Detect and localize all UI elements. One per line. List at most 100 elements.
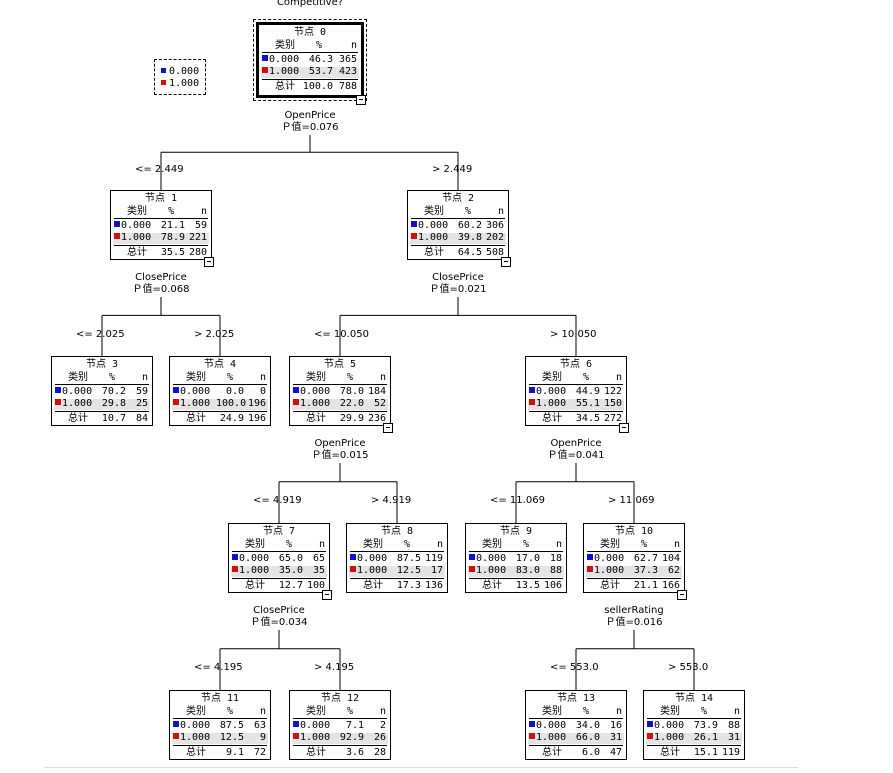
category-percent: 55.1 — [575, 398, 600, 409]
category-count: 31 — [609, 732, 622, 743]
legend-swatch-blue — [161, 68, 166, 73]
node-separator — [173, 384, 267, 385]
total-count: 28 — [373, 747, 386, 758]
header-category: 类别 — [363, 539, 383, 550]
branch-condition-10: > 11.069 — [608, 495, 655, 507]
category-percent: 21.1 — [160, 220, 185, 231]
node-separator — [262, 52, 358, 53]
node-separator — [55, 411, 149, 412]
category-label: 1.000 — [300, 732, 331, 743]
total-count: 100 — [306, 580, 325, 591]
total-count: 272 — [603, 413, 622, 424]
header-n: n — [350, 40, 357, 51]
branch-condition-9: <= 11.069 — [490, 495, 545, 507]
node-separator — [469, 578, 563, 579]
node-id: 节点 3 — [85, 359, 119, 370]
node-header-row: 类别%n — [54, 373, 150, 384]
category-percent: 17.0 — [515, 553, 540, 564]
category-count: 119 — [424, 553, 443, 564]
category-count: 221 — [188, 232, 207, 243]
node-id: 节点 12 — [320, 693, 360, 704]
collapse-toggle-icon[interactable] — [322, 590, 332, 600]
total-percent: 6.0 — [581, 747, 600, 758]
category-count: 18 — [549, 553, 562, 564]
header-n: n — [141, 372, 148, 383]
collapse-toggle-icon[interactable] — [356, 95, 366, 105]
branch-condition-12: > 4.195 — [314, 662, 355, 674]
category-percent: 70.2 — [101, 386, 126, 397]
header-n: n — [200, 206, 207, 217]
category-label: 0.000 — [269, 54, 300, 65]
total-count: 106 — [543, 580, 562, 591]
node-separator — [350, 551, 444, 552]
total-label: 总计 — [306, 747, 326, 758]
node-separator — [262, 79, 358, 80]
total-label: 总计 — [186, 747, 206, 758]
header-category: 类别 — [68, 372, 88, 383]
category-percent: 53.7 — [308, 66, 333, 77]
node-id: 节点 6 — [559, 359, 593, 370]
header-percent: % — [226, 706, 234, 717]
total-label: 总计 — [660, 747, 680, 758]
blue-swatch-icon — [469, 554, 475, 560]
node-id: 节点 5 — [323, 359, 357, 370]
category-count: 9 — [259, 732, 266, 743]
node-header-row: 类别%n — [231, 540, 327, 551]
split-variable: ClosePrice — [432, 272, 484, 283]
blue-swatch-icon — [232, 554, 238, 560]
blue-swatch-icon — [262, 55, 268, 61]
category-label: 0.000 — [239, 553, 270, 564]
red-swatch-icon — [529, 733, 535, 739]
header-n: n — [259, 372, 266, 383]
category-count: 196 — [247, 398, 266, 409]
total-count: 136 — [424, 580, 443, 591]
node-id: 节点 2 — [441, 193, 475, 204]
collapse-toggle-icon[interactable] — [204, 257, 214, 267]
blue-swatch-icon — [350, 554, 356, 560]
blue-swatch-icon — [173, 387, 179, 393]
category-count: 31 — [727, 732, 740, 743]
red-swatch-icon — [350, 566, 356, 572]
collapse-toggle-icon[interactable] — [619, 423, 629, 433]
total-percent: 17.3 — [396, 580, 421, 591]
category-percent: 22.0 — [339, 398, 364, 409]
node-id: 节点 7 — [262, 526, 296, 537]
category-percent: 65.0 — [278, 553, 303, 564]
red-swatch-icon — [293, 399, 299, 405]
node-separator — [293, 384, 387, 385]
node-separator — [647, 718, 741, 719]
category-percent: 26.1 — [693, 732, 718, 743]
node-header-row: 类别%n — [261, 41, 359, 52]
total-percent: 100.0 — [302, 81, 333, 92]
category-percent: 12.5 — [396, 565, 421, 576]
header-n: n — [497, 206, 504, 217]
category-count: 65 — [312, 553, 325, 564]
header-category: 类别 — [600, 539, 620, 550]
category-label: 1.000 — [180, 732, 211, 743]
node-separator — [529, 718, 623, 719]
collapse-toggle-icon[interactable] — [677, 590, 687, 600]
node-id: 节点 10 — [614, 526, 654, 537]
blue-swatch-icon — [411, 221, 417, 227]
category-percent: 78.0 — [339, 386, 364, 397]
red-swatch-icon — [647, 733, 653, 739]
category-count: 16 — [609, 720, 622, 731]
node-header-row: 类别%n — [292, 373, 388, 384]
collapse-toggle-icon[interactable] — [383, 423, 393, 433]
collapse-toggle-icon[interactable] — [501, 257, 511, 267]
node-separator — [587, 551, 681, 552]
